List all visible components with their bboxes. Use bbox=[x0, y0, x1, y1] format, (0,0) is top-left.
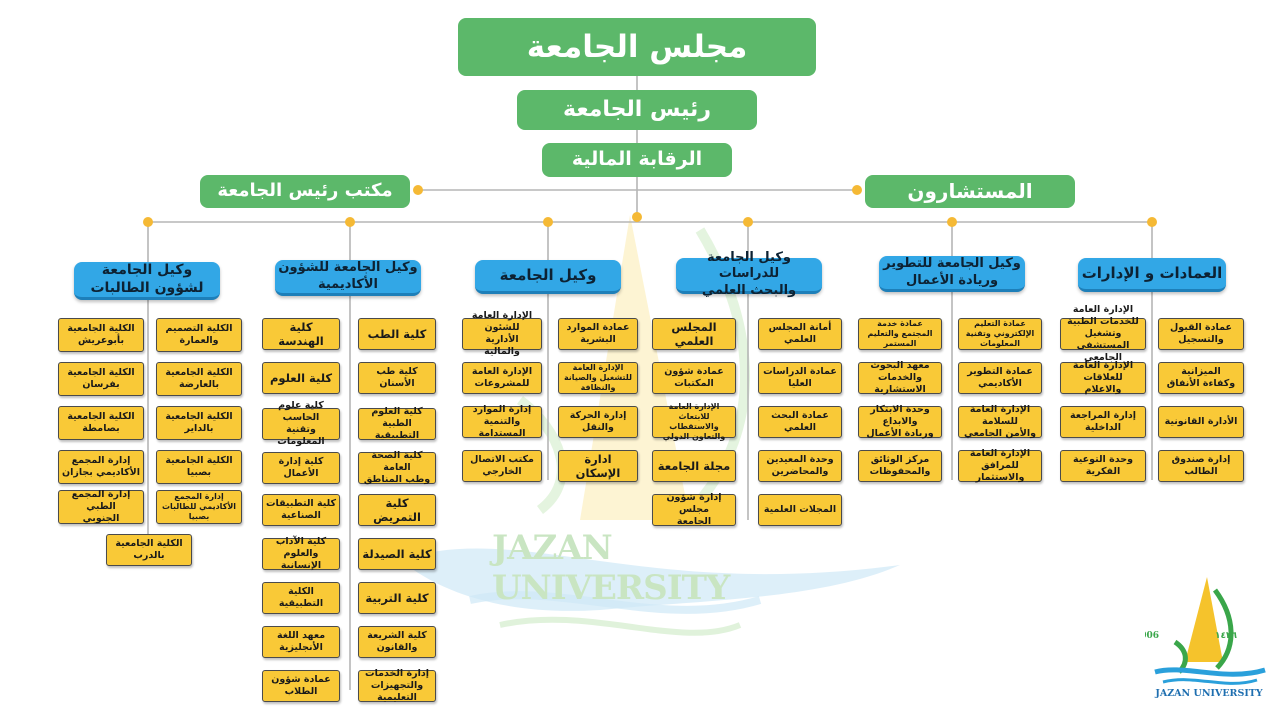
academic-unit-box: كلية التطبيقات الصناعية bbox=[262, 494, 340, 526]
deanships-unit-box: إدارة المراجعة الداخلية bbox=[1060, 406, 1146, 438]
student_affairs-unit-box: الكلية الجامعية بالداير bbox=[156, 406, 242, 440]
branch-research-header: وكيل الجامعة للدراسات والبحث العلمي bbox=[676, 250, 822, 298]
development-unit-box: عمادة التطوير الأكاديمي bbox=[958, 362, 1042, 394]
academic-unit-box: كلية الآداب والعلوم الإنسانية bbox=[262, 536, 340, 571]
academic-unit-box: كلية التربية bbox=[358, 582, 436, 614]
development-unit-box: عمادة خدمة المجتمع والتعليم المستمر bbox=[858, 318, 942, 350]
branch-development-header: وكيل الجامعة للتطوير وريادة الأعمال bbox=[879, 256, 1025, 292]
vice-unit-box: إدارة الحركة والنقل bbox=[558, 406, 638, 438]
deanships-unit-box: إدارة صندوق الطالب bbox=[1158, 450, 1244, 482]
watermark-university-name: JAZAN UNIVERSITY bbox=[492, 528, 730, 608]
development-unit-box: معهد البحوث والخدمات الاستشارية bbox=[858, 360, 942, 395]
development-unit-box: الإدارة العامة للسلامة والأمن الجامعي bbox=[958, 404, 1042, 439]
academic-unit-box: كلية التمريض bbox=[358, 494, 436, 526]
deanships-unit-box: الإدارة العامة للخدمات الطبية وتشغيل الم… bbox=[1060, 304, 1146, 363]
vice-unit-box: عمادة الموارد البشرية bbox=[558, 318, 638, 350]
student_affairs-unit-box: الكلية التصميم والعمارة bbox=[156, 318, 242, 352]
president-office-box: مكتب رئيس الجامعة bbox=[200, 175, 410, 208]
student_affairs-unit-box: الكلية الجامعية بصامطة bbox=[58, 406, 144, 440]
academic-unit-box: كلية الطب bbox=[358, 318, 436, 350]
connector-dot bbox=[143, 217, 153, 227]
connector-dot bbox=[743, 217, 753, 227]
connector-dot bbox=[632, 212, 642, 222]
development-unit-box: الإدارة العامة للمرافق والاستثمار bbox=[958, 448, 1042, 483]
academic-unit-box: عمادة شؤون الطلاب bbox=[262, 670, 340, 702]
vice-unit-box: الإدارة العامة للتشغيل والصيانة والنظافة bbox=[558, 362, 638, 394]
research-unit-box: الإدارة العامة للابتعاث والاستقطاب والتع… bbox=[652, 402, 736, 441]
svg-text:١٤٢٦: ١٤٢٦ bbox=[1215, 631, 1237, 641]
academic-unit-box: كلية الصحة العامة وطب المناطق bbox=[358, 450, 436, 485]
development-unit-box: مركز الوثائق والمحفوظات bbox=[858, 450, 942, 482]
student_affairs-unit-box: الكلية الجامعية بصبيا bbox=[156, 450, 242, 484]
branch-deanships-header: العمادات و الإدارات bbox=[1078, 258, 1226, 292]
deanships-unit-box: الميزانية وكفاءة الأنفاق bbox=[1158, 362, 1244, 394]
connector-dot bbox=[543, 217, 553, 227]
vice-unit-box: الإدارة العامة للمشروعات bbox=[462, 362, 542, 394]
academic-unit-box: كلية الصيدلة bbox=[358, 538, 436, 570]
deanships-unit-box: وحدة التوعية الفكرية bbox=[1060, 450, 1146, 482]
svg-text:2006: 2006 bbox=[1145, 631, 1159, 641]
financial-control-box: الرقابة المالية bbox=[542, 143, 732, 177]
student_affairs-unit-box: إدارة المجمع الأكاديمي للطالبات بصبيا bbox=[156, 490, 242, 524]
academic-unit-box: الكلية التطبيقية bbox=[262, 582, 340, 614]
branch-vice-header: وكيل الجامعة bbox=[475, 260, 621, 294]
student_affairs-unit-box: الكلية الجامعية بالعارضة bbox=[156, 362, 242, 396]
vice-unit-box: إدارة الموارد والتنمية المستدامة bbox=[462, 404, 542, 439]
advisors-box: المستشارون bbox=[865, 175, 1075, 208]
university-president-box: رئيس الجامعة bbox=[517, 90, 757, 130]
deanships-unit-box: الإدارة العامة للعلاقات والاعلام bbox=[1060, 360, 1146, 395]
development-unit-box: عمادة التعليم الإلكتروني وتقنية المعلوما… bbox=[958, 318, 1042, 350]
student_affairs-unit-box: الكلية الجامعية بأبوعريش bbox=[58, 318, 144, 352]
student_affairs-unit-box: الكلية الجامعية بالدرب bbox=[106, 534, 192, 566]
research-unit-box: عمادة شؤون المكتبات bbox=[652, 362, 736, 394]
student_affairs-unit-box: إدارة المجمع الأكاديمي بجازان bbox=[58, 450, 144, 484]
research-unit-box: إدارة شؤون مجلس الجامعة bbox=[652, 492, 736, 527]
academic-unit-box: كلية علوم الحاسب وتقنية المعلومات bbox=[262, 400, 340, 447]
connector-dot bbox=[1147, 217, 1157, 227]
vice-unit-box: الإدارة العامة للشئون الأدارية والمالية bbox=[462, 310, 542, 357]
student_affairs-unit-box: الكلية الجامعية بفرسان bbox=[58, 362, 144, 396]
student_affairs-unit-box: إدارة المجمع الطبي الجنوبي bbox=[58, 489, 144, 524]
deanships-unit-box: الأدارة القانونية bbox=[1158, 406, 1244, 438]
academic-unit-box: كلية العلوم bbox=[262, 362, 340, 394]
jazan-university-logo: 2006 ١٤٢٦ JAZAN UNIVERSITY bbox=[1145, 577, 1266, 699]
academic-unit-box: كلية الهندسة bbox=[262, 318, 340, 350]
research-unit-box: مجلة الجامعة bbox=[652, 450, 736, 482]
vice-unit-box: ادارة الإسكان bbox=[558, 450, 638, 482]
vice-unit-box: مكتب الاتصال الخارجي bbox=[462, 450, 542, 482]
research-unit-box: عمادة البحث العلمي bbox=[758, 406, 842, 438]
research-unit-box: وحدة المعيدين والمحاضرين bbox=[758, 450, 842, 482]
academic-unit-box: إدارة الخدمات والتجهيزات التعليمية bbox=[358, 668, 436, 703]
connector-dot bbox=[947, 217, 957, 227]
branch-student-affairs-header: وكيل الجامعة لشؤون الطالبات bbox=[74, 262, 220, 300]
academic-unit-box: كلية الشريعة والقانون bbox=[358, 626, 436, 658]
research-unit-box: عمادة الدراسات العليا bbox=[758, 362, 842, 394]
academic-unit-box: كلية إدارة الأعمال bbox=[262, 452, 340, 484]
svg-text:JAZAN UNIVERSITY: JAZAN UNIVERSITY bbox=[1154, 688, 1262, 699]
academic-unit-box: كلية طب الأسنان bbox=[358, 362, 436, 394]
branch-academic-header: وكيل الجامعة للشؤون الأكاديمية bbox=[275, 260, 421, 296]
connector-dot bbox=[852, 185, 862, 195]
connector-dot bbox=[345, 217, 355, 227]
connector-dot bbox=[413, 185, 423, 195]
academic-unit-box: معهد اللغة الأنجليزية bbox=[262, 626, 340, 658]
academic-unit-box: كلية العلوم الطبية التطبيقية bbox=[358, 406, 436, 441]
research-unit-box: أمانة المجلس العلمي bbox=[758, 318, 842, 350]
deanships-unit-box: عمادة القبول والتسجيل bbox=[1158, 318, 1244, 350]
research-unit-box: المجلات العلمية bbox=[758, 494, 842, 526]
research-unit-box: المجلس العلمي bbox=[652, 318, 736, 350]
development-unit-box: وحدة الابتكار والابداع وريادة الأعمال bbox=[858, 404, 942, 439]
university-council-box: مجلس الجامعة bbox=[458, 18, 816, 76]
